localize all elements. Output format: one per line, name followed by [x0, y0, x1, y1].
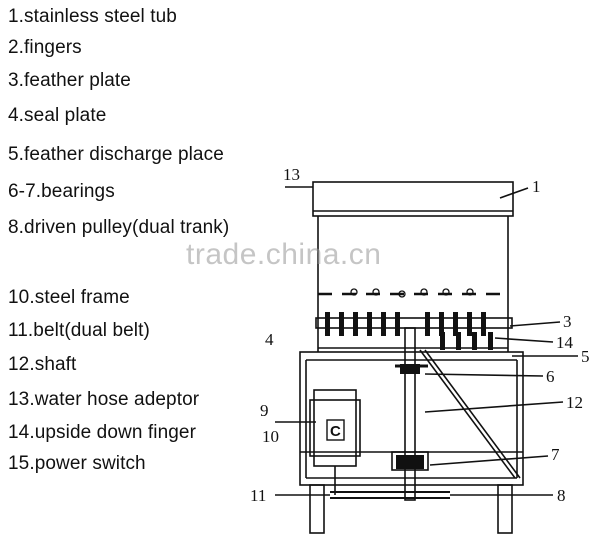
- bearings: [396, 364, 424, 469]
- callout-5: 5: [581, 347, 590, 366]
- callout-10: 10: [262, 427, 279, 446]
- legend-item-12: 12.shaft: [8, 354, 77, 375]
- leader-1: [499, 187, 529, 199]
- shaft: [404, 327, 416, 501]
- legend-item-1: 1.stainless steel tub: [8, 6, 177, 27]
- legend-item-14: 14.upside down finger: [8, 422, 197, 443]
- watermark: trade.china.cn: [186, 238, 382, 271]
- legend-item-13: 13.water hose adeptor: [8, 389, 200, 410]
- fingers: [325, 312, 486, 336]
- leader-14: [494, 337, 554, 343]
- leader-7: [429, 455, 549, 466]
- callout-7: 7: [551, 445, 560, 464]
- leg-right: [497, 484, 513, 534]
- motor-label: C: [330, 423, 341, 440]
- legend-item-11: 11.belt(dual belt): [8, 320, 150, 341]
- callout-9: 9: [260, 401, 269, 420]
- tub-lid: [312, 181, 514, 217]
- callout-14: 14: [556, 333, 574, 352]
- legend-item-8: 8.driven pulley(dual trank): [8, 217, 230, 238]
- steel-frame: [299, 351, 524, 486]
- legend-item-4: 4.seal plate: [8, 105, 107, 126]
- legend-item-15: 15.power switch: [8, 453, 146, 474]
- callout-6: 6: [546, 367, 555, 386]
- callout-13: 13: [283, 165, 300, 184]
- tub-holes: [350, 288, 474, 298]
- leader-12: [424, 401, 564, 413]
- motor-label-box: [326, 419, 345, 441]
- legend-item-3: 3.feather plate: [8, 70, 131, 91]
- callout-11: 11: [250, 486, 266, 505]
- upside-down-fingers: [440, 332, 493, 350]
- discharge-chute: [419, 349, 516, 479]
- legend-item-6-7: 6-7.bearings: [8, 181, 115, 202]
- legend-item-10: 10.steel frame: [8, 287, 130, 308]
- callout-4: 4: [265, 330, 274, 349]
- callout-1: 1: [532, 177, 541, 196]
- callout-12: 12: [566, 393, 583, 412]
- callout-3: 3: [563, 312, 572, 331]
- callout-8: 8: [557, 486, 566, 505]
- leader-6: [424, 373, 544, 377]
- legend-item-5: 5.feather discharge place: [8, 144, 224, 165]
- leader-3: [509, 321, 561, 327]
- leg-left: [309, 484, 325, 534]
- legend-item-2: 2.fingers: [8, 37, 82, 58]
